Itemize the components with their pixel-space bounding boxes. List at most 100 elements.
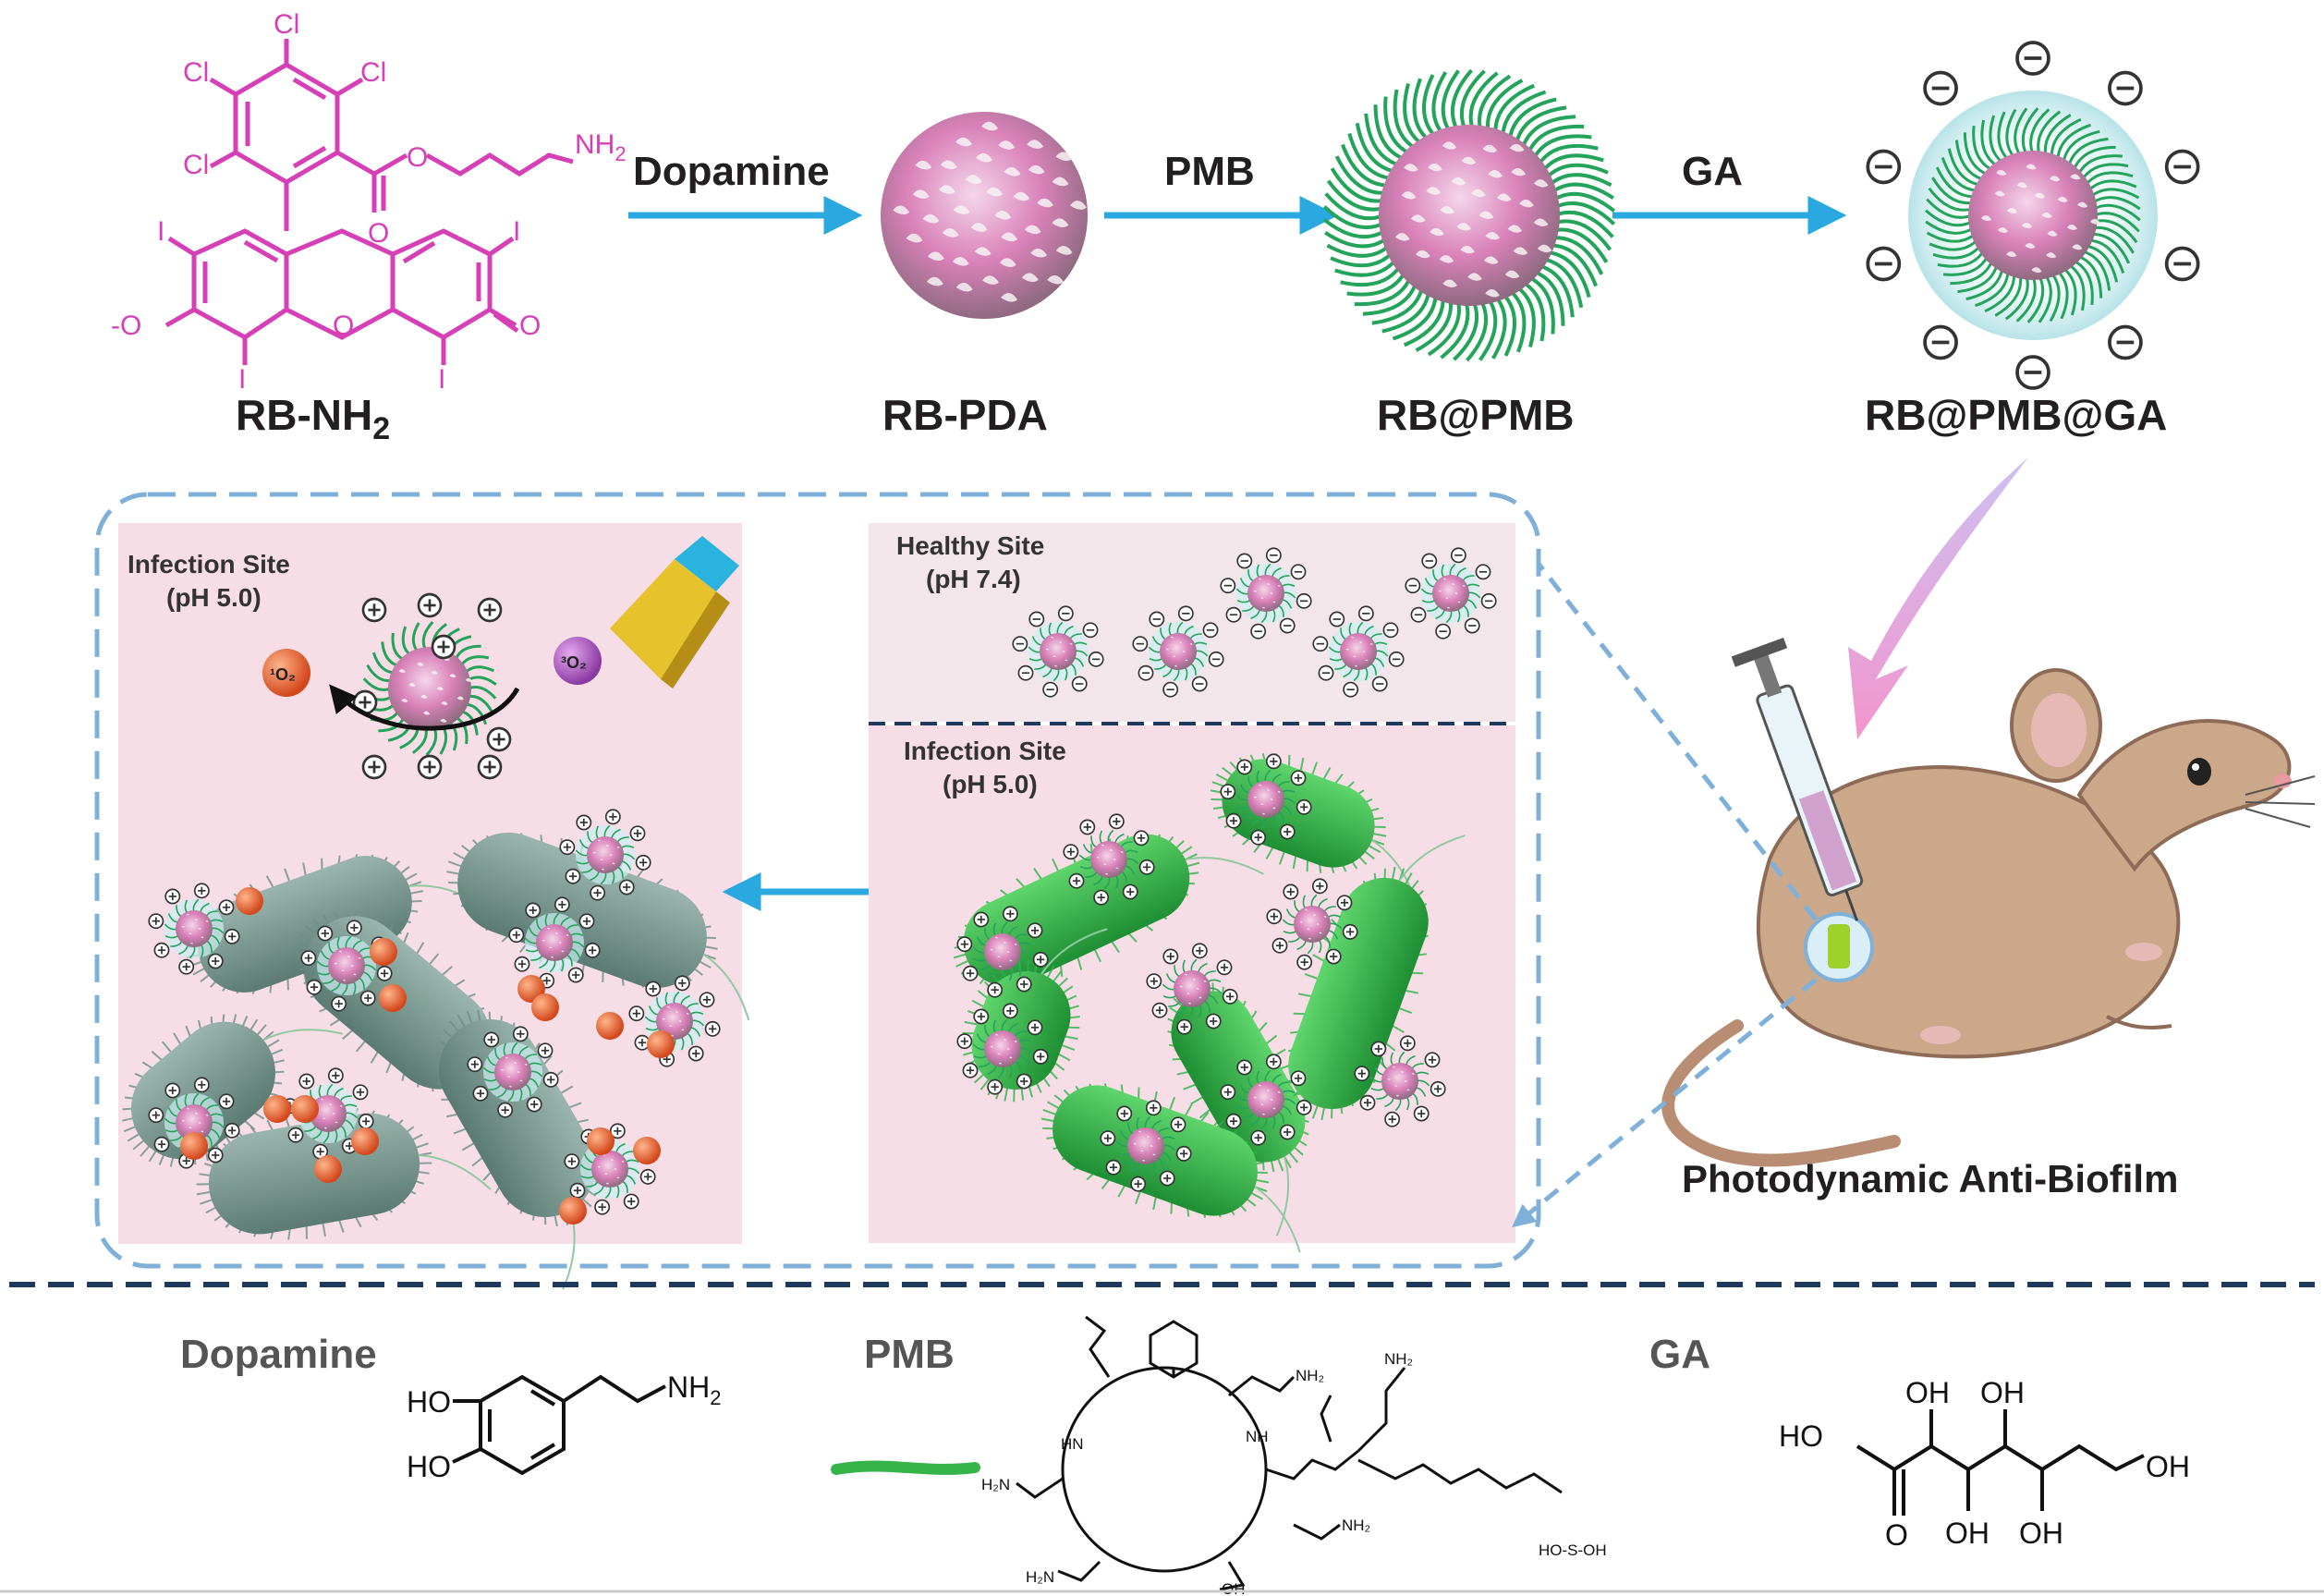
- positive-charge-icon: [331, 995, 347, 1012]
- positive-charge-icon: [1108, 813, 1125, 830]
- pda-flake: [1394, 233, 1410, 241]
- pda-flake: [1312, 914, 1317, 916]
- nanoparticle: [956, 1003, 1049, 1095]
- pda-flake: [592, 851, 596, 854]
- pda-flake: [953, 205, 970, 214]
- pmb-strand: [2005, 108, 2017, 159]
- pda-flake: [1353, 655, 1357, 658]
- singlet-oxygen-mark: [314, 1155, 342, 1183]
- negative-charge-icon: [1464, 617, 1480, 634]
- pda-flake: [1157, 1138, 1161, 1139]
- pda-flake: [990, 1045, 993, 1048]
- positive-charge-icon: [687, 1045, 704, 1062]
- pda-flake: [1319, 932, 1322, 934]
- negative-charge-icon: [1057, 605, 1074, 622]
- pmb-strand: [1929, 238, 1978, 251]
- positive-charge-icon: [327, 1067, 344, 1084]
- positive-charge-icon: [193, 883, 210, 899]
- pmb-sulfate: HO-S-OH: [1539, 1541, 1607, 1559]
- positive-charge-icon: [987, 1078, 1004, 1095]
- positive-charge-icon: [973, 1008, 990, 1025]
- singlet-oxygen-label: ¹O₂: [270, 665, 296, 684]
- pda-flake: [997, 956, 1001, 958]
- positive-charge-icon: [1032, 951, 1049, 968]
- pmb-strand: [2089, 188, 2140, 200]
- negative-charge-icon: [2015, 41, 2050, 76]
- pmb-strand: [1937, 250, 1985, 268]
- nanoparticle: [148, 1077, 240, 1169]
- atom-o-ester: O: [407, 142, 428, 173]
- pmb-strand: [2062, 267, 2077, 316]
- pda-flake: [1460, 245, 1475, 254]
- pmb-oh: OH: [1222, 1580, 1246, 1596]
- pda-flake: [1533, 179, 1549, 188]
- pda-flake: [1028, 164, 1045, 175]
- pda-flake: [1253, 590, 1257, 592]
- pda-flake: [2041, 212, 2052, 218]
- pda-flake: [1055, 246, 1073, 255]
- positive-charge-icon: [1250, 829, 1267, 846]
- positive-charge-icon: [590, 884, 606, 901]
- gluconic-acid-structure: [1856, 1409, 2145, 1516]
- negative-charge-icon: [1162, 681, 1179, 698]
- negative-charge-icon: [1435, 623, 1452, 640]
- pmb-strand: [2077, 254, 2103, 298]
- singlet-oxygen-mark: [180, 1132, 208, 1160]
- positive-charge-icon: [1027, 1019, 1043, 1036]
- pda-flake: [347, 956, 351, 957]
- pda-flake: [2025, 242, 2036, 249]
- negative-charge-icon: [1250, 623, 1267, 640]
- pda-flake: [2031, 267, 2042, 274]
- pda-flake: [1182, 651, 1186, 652]
- negative-charge-icon: [2108, 70, 2143, 106]
- pda-flake: [1272, 601, 1276, 603]
- label-healthy-ph: (pH 7.4): [926, 565, 1021, 593]
- label-infection-right: Infection Site: [904, 737, 1066, 765]
- pda-flake: [1165, 648, 1169, 651]
- pmb-strand: [2085, 171, 2134, 187]
- pda-flake: [678, 1020, 682, 1022]
- pda-flake: [1053, 664, 1058, 667]
- pda-flake: [328, 1103, 333, 1105]
- positive-charge-icon: [1225, 1113, 1242, 1129]
- pda-flake: [675, 1011, 679, 1013]
- pmb-strand: [2050, 117, 2082, 158]
- pmb-strand: [2088, 238, 2125, 274]
- pda-flake: [1485, 231, 1500, 240]
- negative-charge-icon: [1191, 676, 1208, 692]
- pmb-strand: [2026, 274, 2045, 323]
- pmb-strand: [2015, 275, 2037, 323]
- step-label-dopamine: Dopamine: [633, 149, 830, 194]
- pda-flake: [549, 946, 553, 949]
- pda-flake: [1178, 641, 1183, 643]
- negative-charge-icon: [1279, 617, 1296, 634]
- positive-charge-icon: [1370, 1041, 1387, 1057]
- pda-flake: [982, 275, 999, 285]
- pda-flake: [965, 175, 982, 184]
- pda-flake: [1488, 169, 1503, 178]
- pda-flake: [1513, 247, 1528, 255]
- positive-charge-icon: [1145, 1100, 1162, 1116]
- pmb-strand: [1963, 132, 1989, 177]
- pda-flake: [1261, 812, 1266, 815]
- pda-flake: [322, 1117, 326, 1120]
- singlet-oxygen-mark: [531, 993, 559, 1021]
- positive-charge-icon: [1002, 1003, 1018, 1019]
- pda-flake: [1395, 1094, 1400, 1097]
- positive-charge-icon: [317, 925, 334, 942]
- pda-flake: [1996, 169, 2007, 176]
- pda-flake: [1509, 143, 1525, 152]
- positive-charge-icon: [569, 1182, 586, 1199]
- pda-flake: [669, 1025, 673, 1028]
- positive-charge-icon: [1250, 1129, 1267, 1146]
- positive-charge-icon: [1191, 943, 1208, 959]
- singlet-oxygen-mark: [236, 887, 263, 915]
- step-label-ga: GA: [1682, 149, 1743, 194]
- positive-charge-icon: [361, 754, 387, 780]
- zoom-line-bottom: [1512, 978, 1818, 1228]
- positive-charge-icon: [361, 597, 387, 623]
- pda-flake: [1446, 606, 1451, 609]
- positive-charge-icon: [1359, 1094, 1376, 1111]
- pda-flake: [998, 1062, 1003, 1065]
- pda-flake: [666, 1005, 671, 1008]
